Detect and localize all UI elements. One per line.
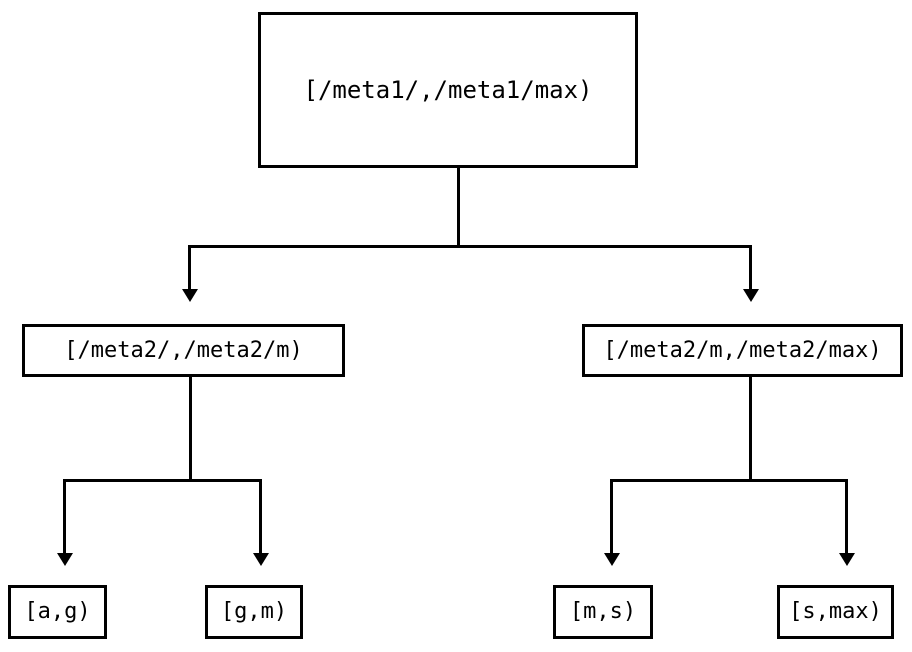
node-root-interval[interactable]: [/meta1/,/meta1/max) — [258, 12, 638, 168]
node-leaf-m-s[interactable]: [m,s) — [553, 585, 653, 639]
node-level1-left-interval[interactable]: [/meta2/,/meta2/m) — [22, 324, 345, 377]
node-root-label: [/meta1/,/meta1/max) — [303, 76, 593, 104]
arrowhead-down-icon-root-left — [182, 289, 198, 302]
node-leaf-g-m[interactable]: [g,m) — [205, 585, 303, 639]
edge-left-to-leaf-gm — [259, 479, 262, 554]
edge-right-subtree-horizontal-bar — [610, 479, 752, 482]
arrowhead-down-icon-root-right — [743, 289, 759, 302]
edge-right-subtree-stem — [749, 377, 752, 482]
arrowhead-down-icon-leaf-ms — [604, 553, 620, 566]
edge-left-to-leaf-ag — [63, 479, 66, 554]
node-level1-left-label: [/meta2/,/meta2/m) — [64, 337, 303, 363]
node-level1-right-label: [/meta2/m,/meta2/max) — [603, 337, 882, 363]
edge-right-to-leaf-smax — [845, 479, 848, 554]
edge-left-subtree-horizontal-bar — [63, 479, 262, 482]
edge-right-subtree-horizontal-bar-2 — [749, 479, 848, 482]
edge-root-to-left-child — [188, 245, 191, 290]
node-level1-right-interval[interactable]: [/meta2/m,/meta2/max) — [582, 324, 903, 377]
node-leaf-a-g-label: [a,g) — [24, 599, 91, 624]
edge-left-subtree-stem — [189, 377, 192, 482]
arrowhead-down-icon-leaf-gm — [253, 553, 269, 566]
edge-root-stem — [457, 168, 460, 246]
edge-right-to-leaf-ms — [610, 479, 613, 554]
edge-root-horizontal-bar — [188, 245, 752, 248]
node-leaf-s-max[interactable]: [s,max) — [777, 585, 894, 639]
edge-root-to-right-child — [749, 245, 752, 290]
arrowhead-down-icon-leaf-smax — [839, 553, 855, 566]
node-leaf-a-g[interactable]: [a,g) — [8, 585, 107, 639]
node-leaf-s-max-label: [s,max) — [789, 599, 882, 624]
node-leaf-g-m-label: [g,m) — [220, 599, 288, 624]
arrowhead-down-icon-leaf-ag — [57, 553, 73, 566]
node-leaf-m-s-label: [m,s) — [569, 599, 637, 624]
